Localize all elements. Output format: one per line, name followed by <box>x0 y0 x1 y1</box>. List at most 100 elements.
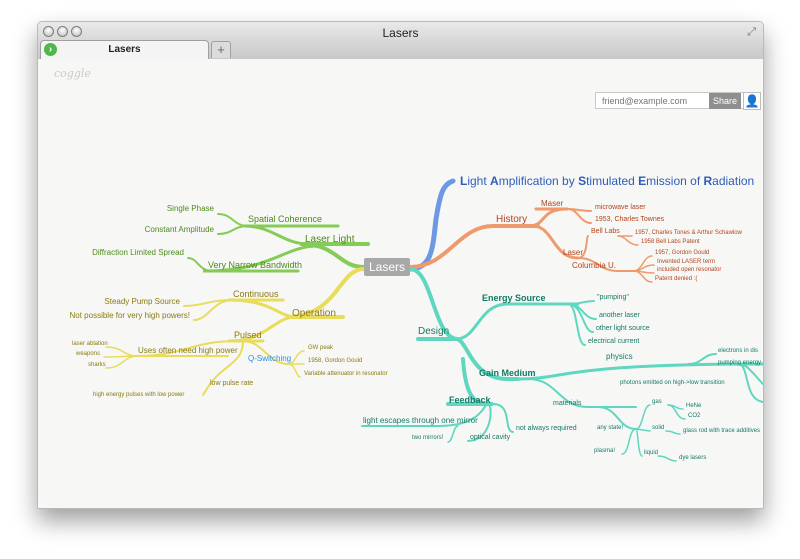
node-glass-rod[interactable]: glass rod with trace additives <box>683 428 760 434</box>
branch-townes-1953 <box>567 208 592 224</box>
node-photons-emitted[interactable]: photons emitted on high->low transition <box>620 380 725 386</box>
node-townes-1953[interactable]: 1953, Charles Townes <box>595 216 665 223</box>
node-invented-term[interactable]: Invented LASER term <box>657 259 715 265</box>
branch-laser-ablation <box>105 346 139 357</box>
node-tones-schawlow[interactable]: 1957, Charles Tones & Arthur Schawlow <box>635 230 743 236</box>
new-tab-button[interactable]: + <box>211 41 231 58</box>
node-electrical-current[interactable]: electrical current <box>588 338 639 345</box>
node-sharks[interactable]: sharks <box>88 362 106 368</box>
node-dye-lasers[interactable]: dye lasers <box>679 455 706 461</box>
node-electrons-in-dis[interactable]: electrons in dis <box>718 348 758 354</box>
zoom-window-button[interactable] <box>71 26 82 37</box>
node-hene[interactable]: HeNe <box>686 403 702 409</box>
branch-q-switching <box>242 340 289 365</box>
branch-diffraction-limited-spread <box>187 257 214 272</box>
node-columbia[interactable]: Columbia U. <box>572 261 616 270</box>
node-design[interactable]: Design <box>418 326 449 337</box>
node-pumping-energy[interactable]: pumping energy <box>718 360 761 366</box>
node-materials[interactable]: materials <box>553 400 582 407</box>
node-pulsed[interactable]: Pulsed <box>234 330 262 340</box>
branch-columbia <box>577 257 639 272</box>
node-not-possible[interactable]: Not possible for very high powers! <box>70 311 191 320</box>
node-variable-attenuator[interactable]: Variable attenuator in resonator <box>304 371 388 377</box>
node-optical-cavity[interactable]: optical cavity <box>470 434 511 441</box>
node-history[interactable]: History <box>496 214 527 225</box>
node-feedback[interactable]: Feedback <box>449 395 492 405</box>
branch-continuous <box>227 298 298 319</box>
node-microwave-laser[interactable]: microwave laser <box>595 204 646 211</box>
node-uses-high-power[interactable]: Uses often need high power <box>138 346 238 355</box>
node-any-state[interactable]: any state! <box>597 425 623 431</box>
title-bar: Lasers ⤢ › Lasers + <box>38 22 763 60</box>
share-button[interactable]: Share <box>709 93 741 109</box>
node-gw-peak[interactable]: GW peak <box>308 345 334 351</box>
node-gould-1957[interactable]: 1957, Gordon Gould <box>655 250 709 256</box>
acronym-word-mplification: mplification by <box>499 174 578 188</box>
node-operation[interactable]: Operation <box>292 308 336 319</box>
node-maser[interactable]: Maser <box>541 199 564 208</box>
branch-constant-amplitude <box>217 225 249 235</box>
fullscreen-icon[interactable]: ⤢ <box>747 26 756 38</box>
branch-gain-medium <box>454 337 520 381</box>
close-window-button[interactable] <box>43 26 54 37</box>
node-two-mirrors[interactable]: two mirrors! <box>412 435 444 441</box>
node-spatial-coherence[interactable]: Spatial Coherence <box>248 214 322 224</box>
root-node[interactable]: Lasers <box>369 260 405 274</box>
branch-materials <box>527 378 637 408</box>
branch-physics-cut-2 <box>737 363 763 403</box>
acronym-letter-e: E <box>638 174 646 188</box>
node-laser-light[interactable]: Laser Light <box>305 234 355 245</box>
minimize-window-button[interactable] <box>57 26 68 37</box>
node-very-narrow-bandwidth[interactable]: Very Narrow Bandwidth <box>208 260 302 270</box>
node-not-always-required[interactable]: not always required <box>516 425 577 432</box>
node-pumping[interactable]: "pumping" <box>597 294 629 301</box>
node-liquid[interactable]: liquid <box>644 450 658 456</box>
mindmap-canvas[interactable]: coggle Share 👤 Lasers Light Amplificatio… <box>38 59 763 508</box>
branch-two-mirrors <box>447 425 459 443</box>
node-energy-source[interactable]: Energy Source <box>482 293 546 303</box>
play-icon: › <box>44 43 57 56</box>
app-window: Lasers ⤢ › Lasers + coggle Share 👤 Laser… <box>37 21 764 509</box>
branch-laser <box>531 224 580 260</box>
node-steady-pump-source[interactable]: Steady Pump Source <box>104 297 180 306</box>
branch-not-always-required <box>492 403 514 433</box>
node-physics[interactable]: physics <box>606 352 633 361</box>
branch-plasma <box>621 428 637 455</box>
branch-acronym <box>407 178 456 272</box>
root-node-box[interactable] <box>364 258 410 276</box>
tab-lasers[interactable]: › Lasers <box>40 40 209 59</box>
node-single-phase[interactable]: Single Phase <box>167 204 215 213</box>
branch-sharks <box>105 355 139 369</box>
node-low-pulse-rate[interactable]: low pulse rate <box>210 380 253 387</box>
node-q-switching[interactable]: Q-Switching <box>248 354 291 363</box>
acronym-node[interactable]: Light Amplification by Stimulated Emissi… <box>460 174 754 188</box>
node-bell-patent[interactable]: 1958 Bell Labs Patent <box>641 239 700 245</box>
branch-light-escapes <box>361 403 489 427</box>
node-laser[interactable]: Laser <box>563 248 583 257</box>
node-continuous[interactable]: Continuous <box>233 289 279 299</box>
node-patent-denied[interactable]: Patent denied :( <box>655 276 697 282</box>
user-avatar-icon[interactable]: 👤 <box>743 92 761 110</box>
node-gain-medium[interactable]: Gain Medium <box>479 368 536 378</box>
node-light-escapes[interactable]: light escapes through one mirror <box>363 416 478 425</box>
node-high-energy-pulses[interactable]: high energy pulses with low power <box>93 392 184 398</box>
node-constant-amplitude[interactable]: Constant Amplitude <box>145 225 215 234</box>
branch-maser <box>526 207 569 228</box>
branch-history <box>408 224 540 269</box>
node-diffraction-limited-spread[interactable]: Diffraction Limited Spread <box>92 248 184 257</box>
branch-optical-cavity <box>467 403 492 442</box>
window-title: Lasers <box>382 26 419 40</box>
node-gould-1958[interactable]: 1958, Gordon Gould <box>308 358 362 364</box>
node-laser-ablation[interactable]: laser ablation <box>72 341 108 347</box>
node-plasma[interactable]: plasma! <box>594 448 615 454</box>
node-bell-labs[interactable]: Bell Labs <box>591 228 620 235</box>
node-open-resonator[interactable]: included open resonator <box>657 267 721 273</box>
node-other-light-source[interactable]: other light source <box>596 325 650 332</box>
acronym-letter-a: A <box>490 174 499 188</box>
node-solid[interactable]: solid <box>652 425 664 431</box>
node-co2[interactable]: CO2 <box>688 413 701 419</box>
node-another-laser[interactable]: another laser <box>599 312 641 319</box>
node-weapons[interactable]: weapons <box>75 351 100 357</box>
branch-variable-attenuator <box>287 363 301 378</box>
node-gas[interactable]: gas <box>652 399 662 405</box>
